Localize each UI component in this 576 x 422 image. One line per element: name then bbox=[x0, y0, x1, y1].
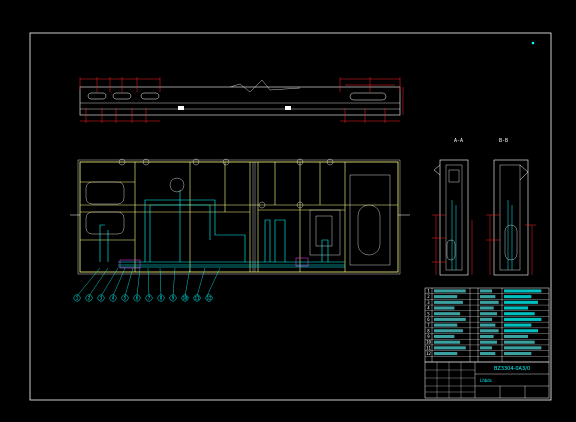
table-cell-text bbox=[480, 289, 492, 293]
callout-balloon-label: 12 bbox=[207, 295, 212, 300]
table-row-index: 2 bbox=[427, 294, 430, 299]
table-cell-text bbox=[434, 346, 466, 350]
callout-balloon bbox=[145, 294, 153, 302]
table-row-index: 9 bbox=[427, 334, 430, 339]
table-cell-text bbox=[434, 300, 463, 304]
table-cell-text bbox=[504, 334, 528, 339]
title-block-mark: Lhbds bbox=[480, 378, 493, 383]
callout-balloon-label: 3 bbox=[100, 295, 103, 300]
slot-opening bbox=[140, 92, 160, 100]
table-cell-text bbox=[504, 300, 538, 304]
table-row-index: 8 bbox=[427, 328, 430, 333]
table-cell-text bbox=[480, 323, 496, 327]
callout-balloon bbox=[109, 294, 117, 302]
table-cell-text bbox=[434, 352, 458, 356]
callout-balloon bbox=[193, 294, 201, 302]
table-cell-text bbox=[504, 289, 542, 293]
table-cell-text bbox=[434, 312, 461, 316]
callout-balloon-label: 1 bbox=[76, 295, 79, 300]
table-cell-text bbox=[480, 346, 492, 350]
slot-opening bbox=[349, 92, 387, 101]
table-cell-text bbox=[504, 317, 542, 321]
callout-balloon bbox=[205, 294, 213, 302]
callout-balloon-label: 7 bbox=[148, 295, 151, 300]
table-cell-text bbox=[504, 323, 532, 327]
corner-mark bbox=[531, 41, 535, 45]
table-row-index: 1 bbox=[427, 288, 430, 293]
drawing-frame bbox=[29, 32, 552, 401]
piping-network bbox=[99, 190, 345, 268]
table-row-index: 10 bbox=[426, 340, 431, 345]
table-cell-text bbox=[480, 329, 499, 333]
table-cell-text bbox=[480, 352, 496, 356]
table-cell-text bbox=[504, 295, 532, 299]
table-row-index: 12 bbox=[426, 351, 431, 356]
table-cell-text bbox=[434, 289, 466, 293]
callout-balloon bbox=[97, 294, 105, 302]
top-elevation-view bbox=[79, 77, 404, 123]
table-cell-text bbox=[434, 329, 463, 333]
table-cell-text bbox=[480, 306, 494, 310]
table-cell-text bbox=[480, 312, 497, 316]
sheet-number: BZ3304-0A3/0 bbox=[494, 366, 530, 372]
section-bb-label: B-B bbox=[499, 138, 508, 144]
table-row-index: 5 bbox=[427, 311, 430, 316]
callout-balloon bbox=[157, 294, 165, 302]
callout-balloon-label: 10 bbox=[183, 295, 188, 300]
table-cell-text bbox=[504, 329, 538, 333]
callout-balloon-label: 9 bbox=[172, 295, 175, 300]
table-cell-text bbox=[480, 340, 497, 344]
table-cell-text bbox=[434, 317, 466, 321]
table-cell-text bbox=[434, 306, 455, 310]
section-aa-label: A-A bbox=[454, 138, 463, 144]
callout-balloon-label: 8 bbox=[160, 295, 163, 300]
callout-balloon-label: 6 bbox=[136, 295, 139, 300]
table-row-index: 4 bbox=[427, 306, 430, 311]
callout-balloon-label: 5 bbox=[124, 295, 127, 300]
table-row-index: 3 bbox=[427, 300, 430, 305]
table-cell-text bbox=[480, 334, 494, 339]
table-cell-text bbox=[480, 295, 496, 299]
table-cell-text bbox=[504, 352, 532, 356]
callout-balloon bbox=[169, 294, 177, 302]
table-cell-text bbox=[480, 317, 492, 321]
table-cell-text bbox=[504, 340, 535, 344]
callout-balloon bbox=[121, 294, 129, 302]
slot-opening bbox=[87, 92, 107, 100]
table-cell-text bbox=[504, 346, 542, 350]
section-aa-view bbox=[432, 159, 473, 276]
callout-balloon bbox=[133, 294, 141, 302]
table-row-index: 11 bbox=[426, 345, 431, 350]
table-cell-text bbox=[504, 306, 528, 310]
callout-balloon-label: 4 bbox=[112, 295, 115, 300]
callout-balloon-label: 11 bbox=[195, 295, 200, 300]
callout-balloon bbox=[181, 294, 189, 302]
table-cell-text bbox=[434, 334, 455, 339]
table-cell-text bbox=[480, 300, 499, 304]
table-cell-text bbox=[434, 295, 458, 299]
table-cell-text bbox=[504, 312, 535, 316]
callout-balloon bbox=[73, 294, 81, 302]
section-bb-view bbox=[486, 159, 536, 276]
table-row-index: 7 bbox=[427, 323, 430, 328]
main-plan-view bbox=[70, 158, 410, 275]
callout-balloon bbox=[85, 294, 93, 302]
table-cell-text bbox=[434, 323, 458, 327]
dimension-lines-top bbox=[79, 77, 404, 123]
slot-opening bbox=[112, 92, 132, 100]
table-row-index: 6 bbox=[427, 317, 430, 322]
callout-balloon-label: 2 bbox=[88, 295, 91, 300]
title-block: BZ3304-0A3/0 Lhbds bbox=[424, 361, 550, 399]
part-callouts bbox=[76, 267, 221, 297]
table-cell-text bbox=[434, 340, 461, 344]
